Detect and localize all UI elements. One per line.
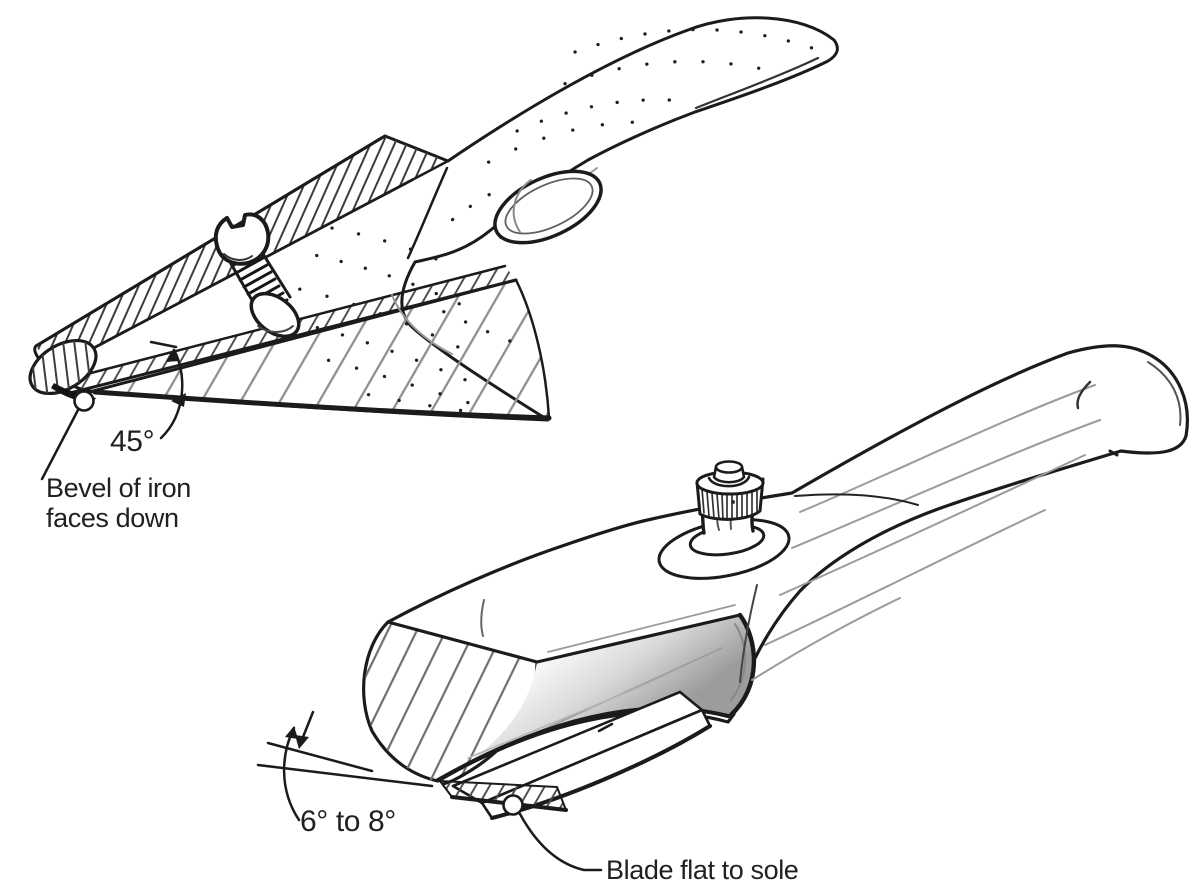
flat-blade bbox=[439, 690, 712, 820]
arrowhead bbox=[285, 726, 298, 739]
bottom-spokeshave-flat-blade: 6° to 8° Blade flat to sole bbox=[256, 344, 1189, 885]
top-spokeshave-bevel-down: 45° Bevel of iron faces down bbox=[28, 16, 839, 533]
stipple-texture bbox=[284, 27, 814, 418]
callout-dot bbox=[73, 390, 95, 412]
top-tool-body-section bbox=[76, 278, 552, 421]
callout-dot bbox=[502, 794, 524, 816]
bevel-callout: Bevel of iron faces down bbox=[40, 390, 191, 533]
knob-knurling bbox=[701, 488, 758, 521]
bed-angle-annotation: 45° bbox=[110, 340, 186, 458]
arrowhead bbox=[171, 393, 186, 407]
blade-flat-callout: Blade flat to sole bbox=[502, 794, 799, 885]
arrowhead bbox=[295, 735, 309, 749]
blade-note-label: Blade flat to sole bbox=[606, 855, 798, 885]
clamp-screw bbox=[213, 212, 301, 339]
clearance-angle-label: 6° to 8° bbox=[300, 805, 396, 838]
throat-curve bbox=[728, 612, 757, 718]
bevel-note-line2: faces down bbox=[46, 503, 179, 533]
handle-thumb-hole bbox=[493, 169, 603, 245]
bed-angle-label: 45° bbox=[110, 425, 154, 458]
clearance-angle-annotation: 6° to 8° bbox=[256, 710, 434, 838]
top-tool-end-face bbox=[28, 338, 98, 396]
screw-collar bbox=[249, 291, 301, 339]
screw-head bbox=[213, 212, 271, 266]
arrowhead bbox=[166, 348, 179, 362]
handle-grain bbox=[480, 361, 1182, 683]
bevel-note-line1: Bevel of iron bbox=[46, 473, 191, 503]
adjuster-knob bbox=[657, 460, 791, 580]
